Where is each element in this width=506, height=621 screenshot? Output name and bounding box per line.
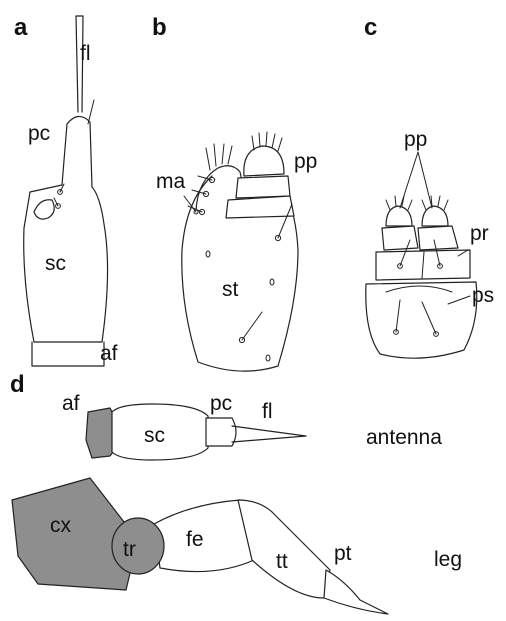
panel-d: d af sc pc fl antenna cx tr fe tt pt leg (10, 371, 462, 614)
b-palp-middle (236, 176, 290, 198)
c-label-pp: pp (404, 128, 427, 151)
d-antenna-label-pc: pc (210, 392, 232, 415)
d-trochanter-segment (112, 518, 164, 574)
c-pp-leaders (400, 152, 432, 208)
d-leg-label-cx: cx (50, 514, 72, 537)
a-label-pc: pc (28, 122, 50, 145)
b-long-seta-2 (242, 312, 262, 340)
c-palp-right-basal (418, 226, 458, 250)
panel-letter-d: d (10, 371, 25, 398)
c-pr-leader (458, 250, 468, 256)
d-antenna-label-sc: sc (144, 424, 165, 447)
d-pretarsus-segment (324, 570, 388, 614)
b-label-ma: ma (156, 170, 185, 193)
panel-b: b ma pp st (152, 14, 317, 371)
panel-a: a fl pc sc af (14, 14, 118, 366)
b-pore-1 (206, 251, 210, 257)
a-label-sc: sc (45, 252, 66, 275)
d-leg-label-tt: tt (276, 550, 288, 573)
panel-letter-c: c (364, 14, 377, 41)
d-flagellum-segment (232, 426, 306, 442)
d-femur-segment (154, 500, 254, 572)
c-postmentum-setae (396, 300, 436, 334)
d-leg-label-fe: fe (186, 528, 204, 551)
panel-letter-b: b (152, 14, 167, 41)
c-palp-left-basal (382, 226, 418, 250)
c-label-pr: pr (470, 222, 489, 245)
c-label-ps: ps (472, 284, 494, 307)
c-prementum-suture (422, 252, 424, 278)
a-label-af: af (100, 342, 118, 365)
c-postmentum (366, 282, 477, 358)
d-antenna-label-fl: fl (262, 400, 273, 423)
panel-letter-a: a (14, 14, 28, 41)
d-leg-caption: leg (434, 548, 462, 571)
d-leg: cx tr fe tt pt leg (12, 478, 462, 614)
a-pedicel-seta (88, 100, 94, 124)
panel-c: c pp pr ps (364, 14, 494, 358)
d-antenna: af sc pc fl antenna (62, 392, 442, 460)
b-pore-2 (270, 279, 274, 285)
d-tibiotarsus-segment (238, 500, 330, 598)
a-antennifer (32, 342, 104, 366)
a-sensory-organ (34, 200, 54, 219)
a-label-fl: fl (80, 42, 91, 65)
d-antenna-label-af: af (62, 392, 80, 415)
d-leg-label-pt: pt (334, 542, 352, 565)
c-postmentum-fold (386, 286, 452, 292)
b-pore-3 (266, 355, 270, 361)
d-antenna-caption: antenna (366, 426, 442, 449)
a-pedicel (62, 116, 92, 187)
d-leg-label-tr: tr (123, 538, 136, 561)
b-palp-basal (226, 196, 294, 218)
b-label-pp: pp (294, 150, 317, 173)
b-label-st: st (222, 278, 239, 301)
c-ps-leader (448, 296, 470, 304)
a-scape-setae (54, 184, 64, 206)
